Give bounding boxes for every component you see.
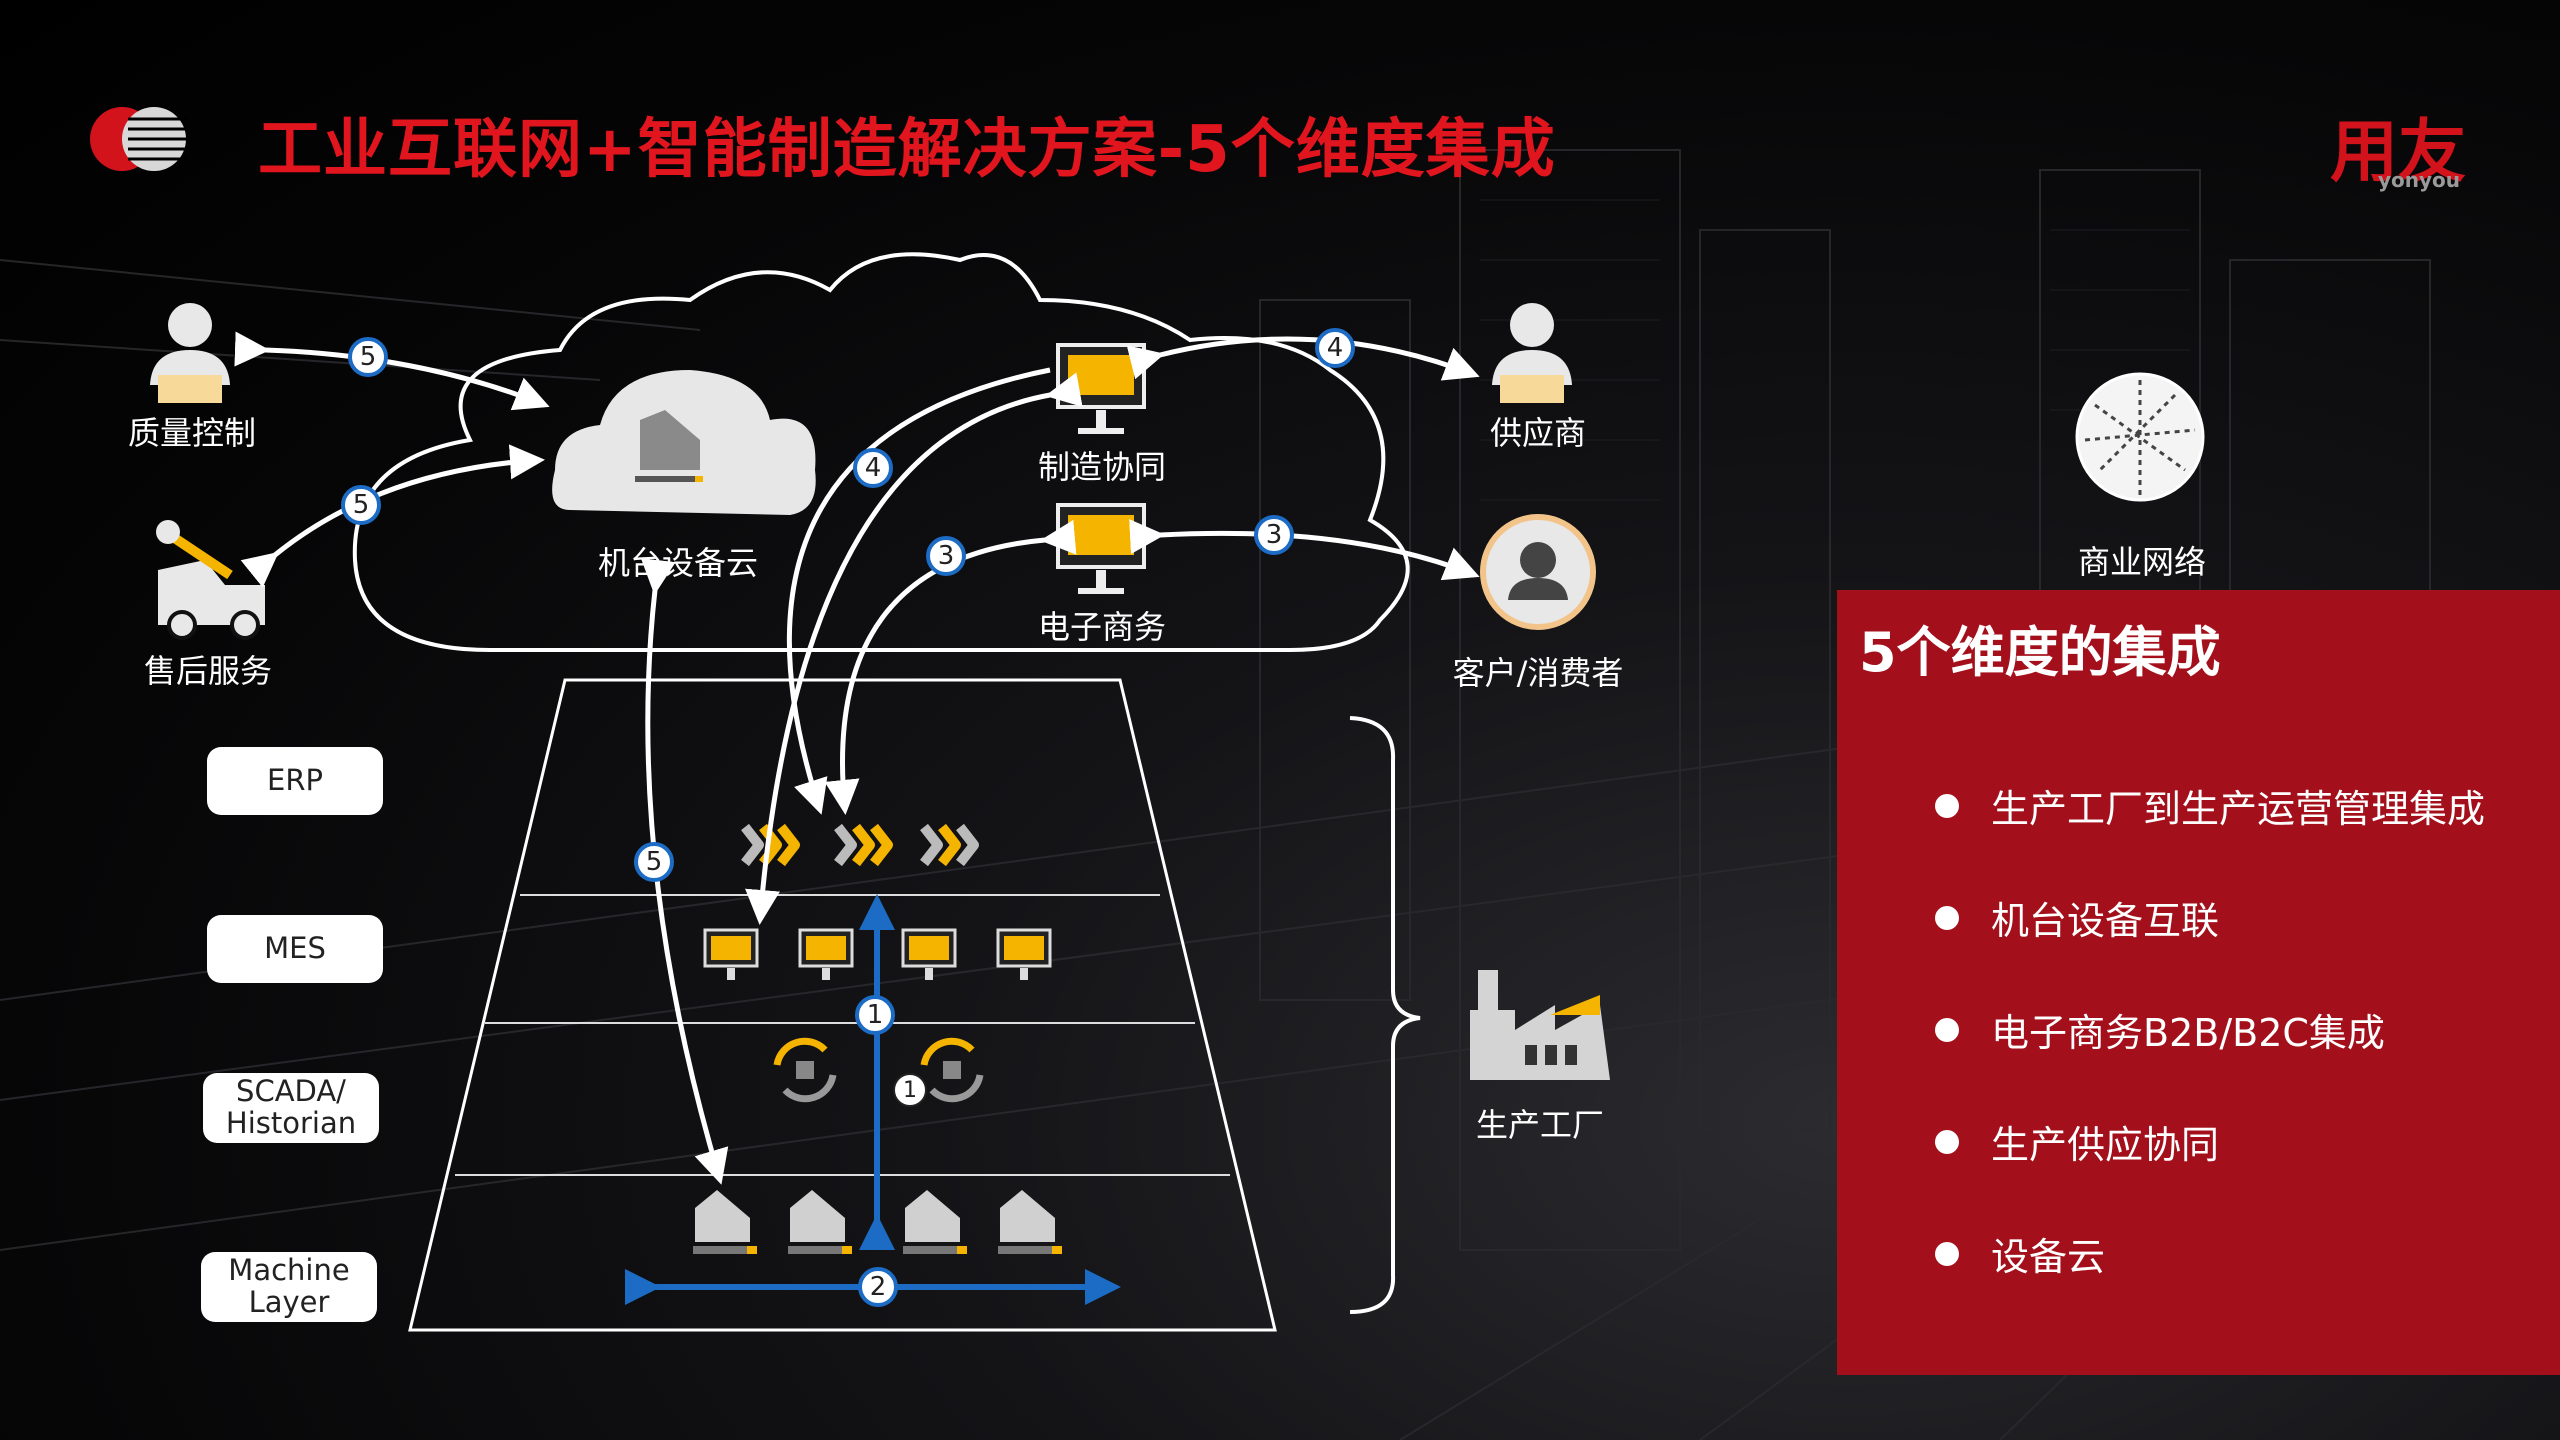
- badge-5-aftersales: 5: [341, 485, 381, 525]
- quality-label: 质量控制: [127, 414, 257, 452]
- collab-monitor-icon: [1056, 343, 1146, 434]
- panel-item-label: 设备云: [1991, 1235, 2106, 1279]
- logo-mark: [90, 107, 188, 171]
- panel-item-label: 生产供应协同: [1991, 1123, 2220, 1167]
- layer-mes: MES: [207, 915, 383, 983]
- scada-sync-icons: [773, 1037, 984, 1103]
- flow-chevrons: [741, 823, 979, 867]
- bullet-icon: [1935, 1241, 1959, 1266]
- bullet-icon: [1935, 1129, 1959, 1154]
- panel-item-label: 机台设备互联: [1991, 899, 2220, 943]
- panel-item: 电子商务B2B/B2C集成: [1935, 1002, 2385, 1057]
- tow-truck-icon: [156, 520, 265, 640]
- badge-1-scada: 1: [893, 1073, 927, 1107]
- panel-item: 机台设备互联: [1935, 890, 2219, 945]
- layer-scada-historian: SCADA/ Historian: [203, 1073, 379, 1143]
- factory-label: 生产工厂: [1475, 1106, 1605, 1144]
- business-network-label: 商业网络: [2077, 543, 2207, 581]
- quality-person-icon: [150, 303, 230, 403]
- customer-label: 客户/消费者: [1452, 654, 1624, 692]
- bullet-icon: [1935, 793, 1959, 818]
- connection-arrows: [234, 331, 1480, 1185]
- badge-5-machine: 5: [634, 842, 674, 882]
- factory-bracket: [1349, 716, 1421, 1314]
- badge-3-ecommerce: 3: [926, 536, 966, 576]
- machine-icons: [693, 1190, 1062, 1254]
- badge-3-customer: 3: [1254, 515, 1294, 555]
- machine-cloud-icon: [552, 370, 816, 515]
- layer-machine: Machine Layer: [201, 1252, 377, 1322]
- page-title: 工业互联网+智能制造解决方案-5个维度集成: [258, 113, 1556, 187]
- brand-logo-sub: yonyou: [2378, 168, 2461, 192]
- factory-building-icon: [1470, 970, 1610, 1080]
- panel-item: 生产工厂到生产运营管理集成: [1935, 778, 2485, 833]
- ecommerce-label: 电子商务: [1037, 608, 1167, 646]
- supplier-label: 供应商: [1489, 414, 1587, 452]
- panel-item: 生产供应协同: [1935, 1114, 2219, 1169]
- brand-logo: 用友: [2330, 113, 2467, 192]
- panel-item: 设备云: [1935, 1226, 2105, 1281]
- badge-2-horizontal: 2: [858, 1267, 898, 1307]
- customer-person-icon: [1480, 514, 1596, 630]
- badge-4-supplier: 4: [1315, 328, 1355, 368]
- ecommerce-monitor-icon: [1056, 503, 1146, 594]
- globe-network-icon: [2075, 372, 2205, 502]
- bullet-icon: [1935, 905, 1959, 930]
- badge-1-vertical: 1: [855, 995, 895, 1035]
- layer-erp: ERP: [207, 747, 383, 815]
- collab-label: 制造协同: [1037, 448, 1167, 486]
- panel-item-label: 电子商务B2B/B2C集成: [1991, 1011, 2385, 1055]
- panel-item-label: 生产工厂到生产运营管理集成: [1991, 787, 2486, 831]
- bullet-icon: [1935, 1017, 1959, 1042]
- badge-5-quality: 5: [348, 337, 388, 377]
- panel-title: 5个维度的集成: [1859, 621, 2221, 684]
- badge-4-collab: 4: [853, 448, 893, 488]
- after-sales-label: 售后服务: [143, 652, 273, 690]
- supplier-person-icon: [1492, 303, 1572, 403]
- integration-panel: 5个维度的集成 生产工厂到生产运营管理集成 机台设备互联 电子商务B2B/B2C…: [1837, 590, 2560, 1375]
- machine-cloud-label: 机台设备云: [597, 544, 759, 582]
